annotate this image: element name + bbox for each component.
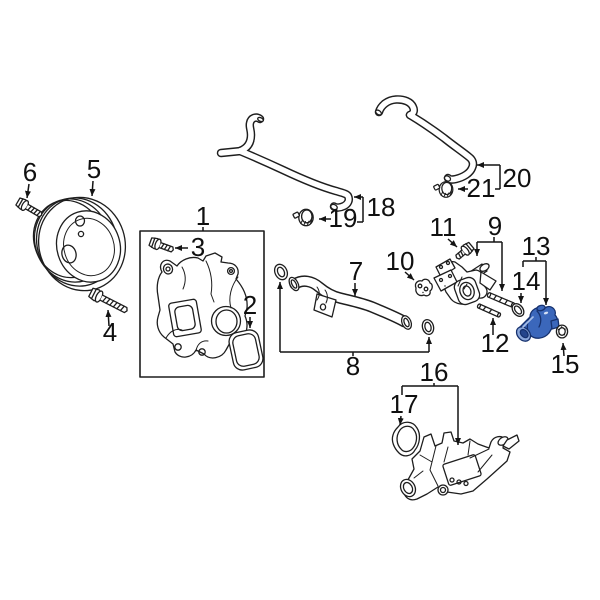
- callout-16[interactable]: 16: [401, 357, 461, 445]
- callout-21[interactable]: 21: [458, 173, 495, 203]
- water-pipe-drawing: [288, 275, 413, 330]
- callout-11-label[interactable]: 11: [430, 212, 457, 242]
- callout-8-label[interactable]: 8: [346, 351, 360, 381]
- water-pump-group-box: [139, 230, 265, 378]
- callouts-layer: 1 2 3 4 5 6 7: [23, 154, 580, 445]
- gasket-2-drawing: [228, 329, 264, 371]
- callout-14-label[interactable]: 14: [512, 266, 541, 296]
- callout-21-label[interactable]: 21: [467, 173, 496, 203]
- o-ring-14-drawing: [511, 303, 525, 317]
- callout-20[interactable]: 20: [477, 162, 532, 193]
- callout-15[interactable]: 15: [551, 342, 580, 379]
- callout-2-label[interactable]: 2: [243, 290, 257, 320]
- callout-6-label[interactable]: 6: [23, 157, 37, 187]
- bolt-3-drawing: [148, 237, 174, 253]
- bolt-4-drawing: [88, 287, 128, 314]
- callout-3[interactable]: 3: [175, 232, 205, 262]
- callout-20-label[interactable]: 20: [503, 163, 532, 193]
- callout-9[interactable]: 9: [474, 211, 505, 291]
- callout-14[interactable]: 14: [512, 266, 541, 303]
- callout-16-label[interactable]: 16: [420, 357, 449, 387]
- callout-9-label[interactable]: 9: [488, 211, 502, 241]
- pulley-drawing: [32, 196, 127, 292]
- callout-12-label[interactable]: 12: [481, 328, 510, 358]
- bolt-6-drawing: [15, 197, 43, 218]
- hose-clamp-21-drawing: [433, 181, 454, 198]
- callout-7-label[interactable]: 7: [349, 256, 363, 286]
- o-ring-left-drawing: [273, 263, 289, 281]
- stud-lower-drawing: [476, 303, 502, 318]
- callout-10[interactable]: 10: [386, 246, 415, 281]
- nut-15-drawing: [555, 324, 569, 339]
- callout-13[interactable]: 13: [522, 231, 551, 305]
- callout-4[interactable]: 4: [103, 309, 117, 347]
- callout-5-label[interactable]: 5: [87, 154, 101, 184]
- o-ring-right-drawing: [421, 318, 435, 336]
- callout-5[interactable]: 5: [87, 154, 101, 197]
- water-pump-drawing: [156, 252, 248, 359]
- callout-17-label[interactable]: 17: [390, 389, 419, 419]
- callout-1-label[interactable]: 1: [196, 201, 210, 231]
- callout-18-label[interactable]: 18: [367, 192, 396, 222]
- callout-11[interactable]: 11: [430, 212, 458, 248]
- hose-20-drawing: [374, 95, 478, 184]
- callout-13-label[interactable]: 13: [522, 231, 551, 261]
- gasket-10-drawing: [414, 278, 433, 297]
- hose-clamp-19-drawing: [292, 208, 314, 227]
- callout-8[interactable]: 8: [277, 282, 432, 381]
- callout-19-label[interactable]: 19: [329, 203, 358, 233]
- callout-12[interactable]: 12: [481, 318, 510, 358]
- bolt-11-drawing: [455, 241, 475, 260]
- callout-4-label[interactable]: 4: [103, 317, 117, 347]
- coolant-outlet-housing-drawing: [399, 431, 520, 501]
- callout-10-label[interactable]: 10: [386, 246, 415, 276]
- hose-18-drawing: [216, 113, 354, 212]
- callout-19[interactable]: 19: [319, 203, 357, 233]
- water-outlet-highlighted-drawing: [515, 304, 560, 342]
- callout-2[interactable]: 2: [243, 290, 257, 328]
- callout-6[interactable]: 6: [23, 157, 37, 199]
- callout-3-label[interactable]: 3: [191, 232, 205, 262]
- callout-7[interactable]: 7: [349, 256, 363, 296]
- callout-15-label[interactable]: 15: [551, 349, 580, 379]
- callout-1[interactable]: 1: [196, 201, 210, 231]
- callout-17[interactable]: 17: [390, 389, 419, 426]
- gasket-17-drawing: [391, 421, 421, 457]
- thermostat-housing-drawing: [433, 258, 497, 306]
- callout-18[interactable]: 18: [354, 192, 396, 223]
